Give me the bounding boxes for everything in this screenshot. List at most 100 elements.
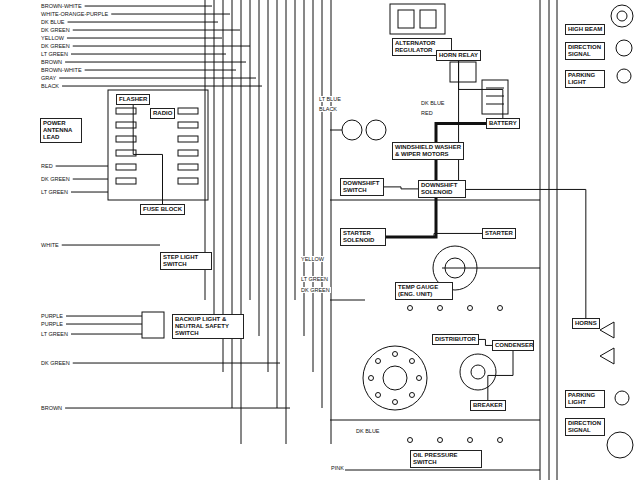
starter-armature (445, 258, 465, 278)
component-label-box: OIL PRESSURE SWITCH (410, 450, 482, 468)
terminal-dot (468, 438, 473, 443)
wire-line (268, 0, 269, 372)
wire-line (330, 130, 342, 131)
wire-color-label: DK BLUE (420, 100, 446, 106)
fuse-symbol (178, 178, 198, 184)
horn-symbol (600, 348, 614, 364)
component-label-box: BATTERY (486, 118, 520, 129)
component-label-box: PARKING LIGHT (565, 390, 605, 408)
component-label-box: WINDSHIELD WASHER & WIPER MOTORS (392, 142, 464, 160)
wire-line (65, 62, 246, 63)
wire-color-label: BLACK (40, 83, 60, 89)
wire-group (56, 0, 557, 480)
wire-color-label: BROWN (40, 405, 63, 411)
wire-color-label: DK BLUE (355, 428, 381, 434)
wire-line (66, 316, 142, 317)
wire-line (549, 0, 550, 480)
regulator-symbol (390, 4, 445, 34)
component-label-box: BACKUP LIGHT & NEUTRAL SAFETY SWITCH (172, 314, 244, 339)
component-name: BREAKER (473, 402, 503, 409)
wire-line (66, 324, 142, 325)
component-name: DIRECTION SIGNAL (568, 420, 602, 434)
component-name: DOWNSHIFT SWITCH (343, 180, 381, 194)
battery-symbol (482, 80, 508, 114)
component-label-box: DISTRIBUTOR (432, 334, 479, 345)
wire-line (59, 78, 256, 79)
component-name: BATTERY (489, 120, 517, 127)
fuse-group (116, 108, 198, 184)
regulator-coil (398, 10, 414, 28)
component-name: BACKUP LIGHT & NEUTRAL SAFETY SWITCH (175, 316, 241, 337)
terminal-dot (376, 359, 381, 364)
wire-line (322, 0, 323, 408)
component-label-box: PARKING LIGHT (565, 70, 605, 88)
fuse-symbol (116, 178, 136, 184)
wire-color-label: DK GREEN (40, 27, 71, 33)
wire-line (232, 0, 233, 408)
wire-color-label: DK GREEN (40, 43, 71, 49)
wire-color-label: DK GREEN (40, 360, 71, 366)
wire-color-label: WHITE-ORANGE-PURPLE (40, 11, 109, 17)
terminal-dot (393, 400, 398, 405)
wire-color-label: PURPLE (40, 321, 64, 327)
terminal-dot (408, 438, 413, 443)
wire-line (540, 0, 541, 480)
fuse-symbol (178, 164, 198, 170)
terminal-dot (498, 438, 503, 443)
fuse-symbol (116, 164, 136, 170)
component-label-box: DIRECTION SIGNAL (565, 42, 605, 60)
wire-color-label: PURPLE (40, 313, 64, 319)
fuse-symbol (178, 122, 198, 128)
wire-connector (479, 339, 492, 345)
component-label-box: FLASHER (116, 94, 150, 105)
wire-line (68, 22, 218, 23)
wire-line (241, 0, 242, 444)
component-name: HORNS (575, 320, 597, 327)
wire-connector (133, 105, 162, 204)
parking-lamp-symbol (615, 391, 629, 405)
terminal-dot (438, 306, 443, 311)
distributor-rotor (383, 366, 407, 390)
parking-lamp-symbol (617, 69, 631, 83)
wire-line (442, 268, 540, 269)
component-name: DOWNSHIFT SOLENOID (421, 182, 463, 196)
component-label-box: CONDENSER (492, 340, 534, 351)
component-label-box: STARTER SOLENOID (340, 228, 386, 246)
wire-color-label: BROWN (40, 59, 63, 65)
wire-connector (459, 61, 503, 118)
switch-symbol (142, 312, 164, 338)
terminal-dot (438, 438, 443, 443)
fuse-symbol (178, 136, 198, 142)
component-label-box: BREAKER (470, 400, 506, 411)
terminal-group (369, 306, 503, 443)
component-name: STARTER SOLENOID (343, 230, 383, 244)
component-name: CONDENSER (495, 342, 531, 349)
wire-color-label: LT GREEN (40, 189, 69, 195)
component-name: HIGH BEAM (568, 26, 602, 33)
wire-line (62, 86, 262, 87)
wire-line (250, 0, 251, 300)
wire-line (111, 14, 230, 15)
component-name: STEP LIGHT SWITCH (163, 254, 209, 268)
terminal-dot (376, 392, 381, 397)
fuse-symbol (178, 150, 198, 156)
battery-cell (486, 104, 504, 105)
headlamp-symbol (611, 5, 633, 27)
component-label-box: RADIO (150, 108, 175, 119)
wire-line (67, 38, 222, 39)
wire-color-label: DK BLUE (40, 19, 66, 25)
wire-color-label: WHITE (40, 242, 60, 248)
terminal-dot (417, 376, 422, 381)
battery-cell (486, 88, 504, 89)
component-name: WINDSHIELD WASHER & WIPER MOTORS (395, 144, 461, 158)
wire-line (330, 300, 365, 301)
wire-line (286, 0, 287, 444)
signal-lamp-symbol (616, 40, 632, 56)
wire-color-label: BROWN-WHITE (40, 3, 83, 9)
wire-color-label: RED (420, 110, 434, 116)
wire-color-label: GRAY (40, 75, 57, 81)
regulator-coil (420, 10, 436, 28)
